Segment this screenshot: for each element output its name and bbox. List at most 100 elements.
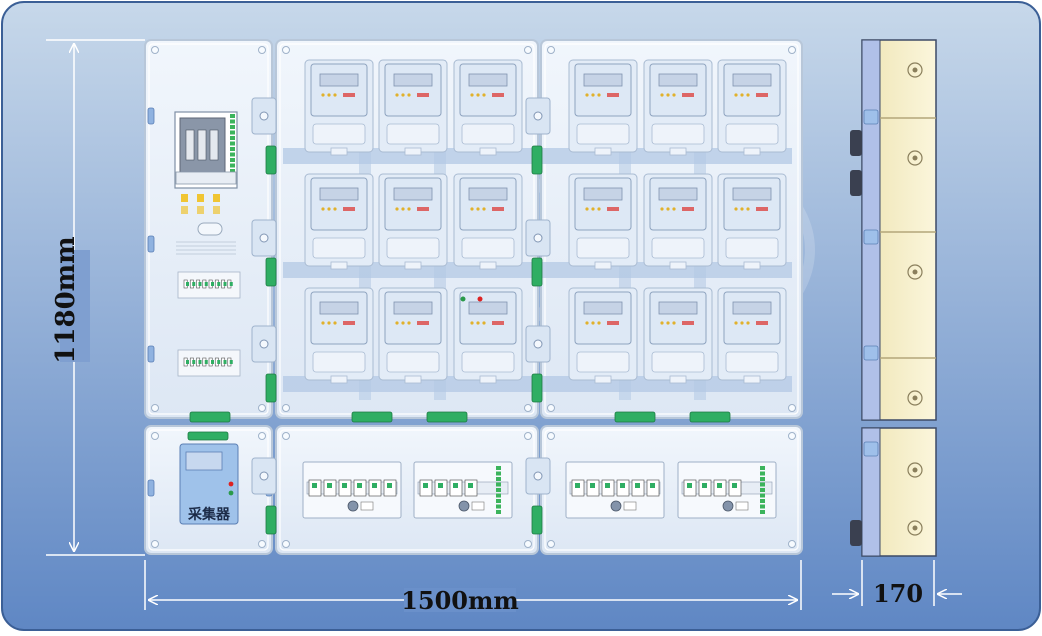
meter-display <box>732 301 772 315</box>
meter-clip <box>594 375 612 384</box>
meter-display <box>468 187 508 201</box>
breaker-toggle <box>423 483 428 488</box>
breaker-toggle <box>186 282 189 286</box>
hinge-screw <box>533 471 543 481</box>
terminal-block <box>496 504 501 509</box>
terminal-block <box>496 471 501 476</box>
corner-screw <box>788 432 796 440</box>
breaker-toggle <box>590 483 595 488</box>
meter-indicator <box>470 207 474 211</box>
meter-display <box>319 187 359 201</box>
side-handle <box>850 520 862 546</box>
terminal-block <box>760 499 765 503</box>
green-hinge <box>531 145 543 175</box>
meter-indicator <box>407 207 411 211</box>
terminal-block <box>760 488 765 492</box>
meter-clip <box>743 147 761 156</box>
breaker-toggle <box>211 360 214 364</box>
collector-led-green <box>228 490 234 496</box>
meter-indicator <box>585 207 589 211</box>
meter-body <box>723 291 781 345</box>
green-hinge <box>265 145 277 175</box>
meter-indicator <box>591 321 595 325</box>
breaker-toggle <box>186 360 189 364</box>
meter-display <box>468 73 508 87</box>
meter-display <box>732 73 772 87</box>
terminal-block <box>760 482 765 487</box>
meter-tag <box>756 93 768 97</box>
meter-terminal-cover <box>725 123 779 145</box>
meter-tag <box>682 93 694 97</box>
corner-screw <box>524 46 532 54</box>
meter-clip <box>330 375 348 384</box>
green-hinge-horizontal <box>351 411 393 423</box>
meter-display <box>658 187 698 201</box>
meter-indicator <box>746 93 750 97</box>
meter-indicator <box>470 321 474 325</box>
corner-screw <box>258 540 266 548</box>
meter-indicator <box>482 93 486 97</box>
green-hinge-horizontal <box>689 411 731 423</box>
lock-knob <box>610 500 622 512</box>
meter-indicator <box>734 321 738 325</box>
meter-indicator <box>666 321 670 325</box>
collector-display <box>185 451 223 471</box>
corner-screw <box>788 540 796 548</box>
meter-body <box>574 177 632 231</box>
meter-indicator <box>660 207 664 211</box>
side-knockout <box>907 390 923 406</box>
breaker-toggle <box>453 483 458 488</box>
label-plate <box>360 501 374 511</box>
meter-clip <box>404 375 422 384</box>
breaker-toggle <box>223 282 227 286</box>
breaker-toggle <box>204 360 208 364</box>
terminal-block <box>230 114 235 118</box>
status-dot-green <box>460 296 466 302</box>
meter-body <box>459 63 517 117</box>
hinge-screw <box>259 339 269 349</box>
meter-module <box>643 287 713 384</box>
meter-tag <box>417 207 429 211</box>
meter-indicator <box>407 321 411 325</box>
breaker-toggle <box>229 360 233 364</box>
meter-body <box>649 177 707 231</box>
meter-clip <box>669 375 687 384</box>
meter-body <box>384 177 442 231</box>
meter-terminal-cover <box>312 351 366 373</box>
terminal-block <box>496 466 501 470</box>
corner-screw <box>151 404 159 412</box>
meter-body <box>649 291 707 345</box>
meter-indicator <box>327 321 331 325</box>
latch-clip <box>147 107 155 125</box>
meter-indicator <box>585 93 589 97</box>
corner-screw <box>151 432 159 440</box>
main-breaker-pole <box>197 129 207 161</box>
meter-terminal-cover <box>576 123 630 145</box>
meter-indicator <box>321 93 325 97</box>
fuse-holder <box>181 194 188 202</box>
meter-display <box>583 301 623 315</box>
meter-indicator <box>333 93 337 97</box>
hinge-screw <box>259 471 269 481</box>
fuse-holder <box>197 194 204 202</box>
terminal-block <box>496 482 501 487</box>
side-clip <box>863 109 879 125</box>
breaker-toggle <box>198 360 202 364</box>
meter-terminal-cover <box>651 123 705 145</box>
depth-dimension-label: 170 <box>873 579 923 608</box>
meter-clip <box>594 147 612 156</box>
side-knockout-center <box>912 269 918 275</box>
meter-body <box>649 63 707 117</box>
meter-terminal-cover <box>461 123 515 145</box>
meter-indicator <box>327 207 331 211</box>
corner-screw <box>151 46 159 54</box>
meter-display <box>658 301 698 315</box>
terminal-block <box>230 125 235 129</box>
meter-indicator <box>591 93 595 97</box>
breaker-toggle <box>192 360 196 364</box>
breaker-toggle <box>372 483 377 488</box>
latch-clip <box>147 235 155 253</box>
collector-label: 采集器 <box>187 506 231 523</box>
meter-indicator <box>476 93 480 97</box>
meter-indicator <box>660 321 664 325</box>
